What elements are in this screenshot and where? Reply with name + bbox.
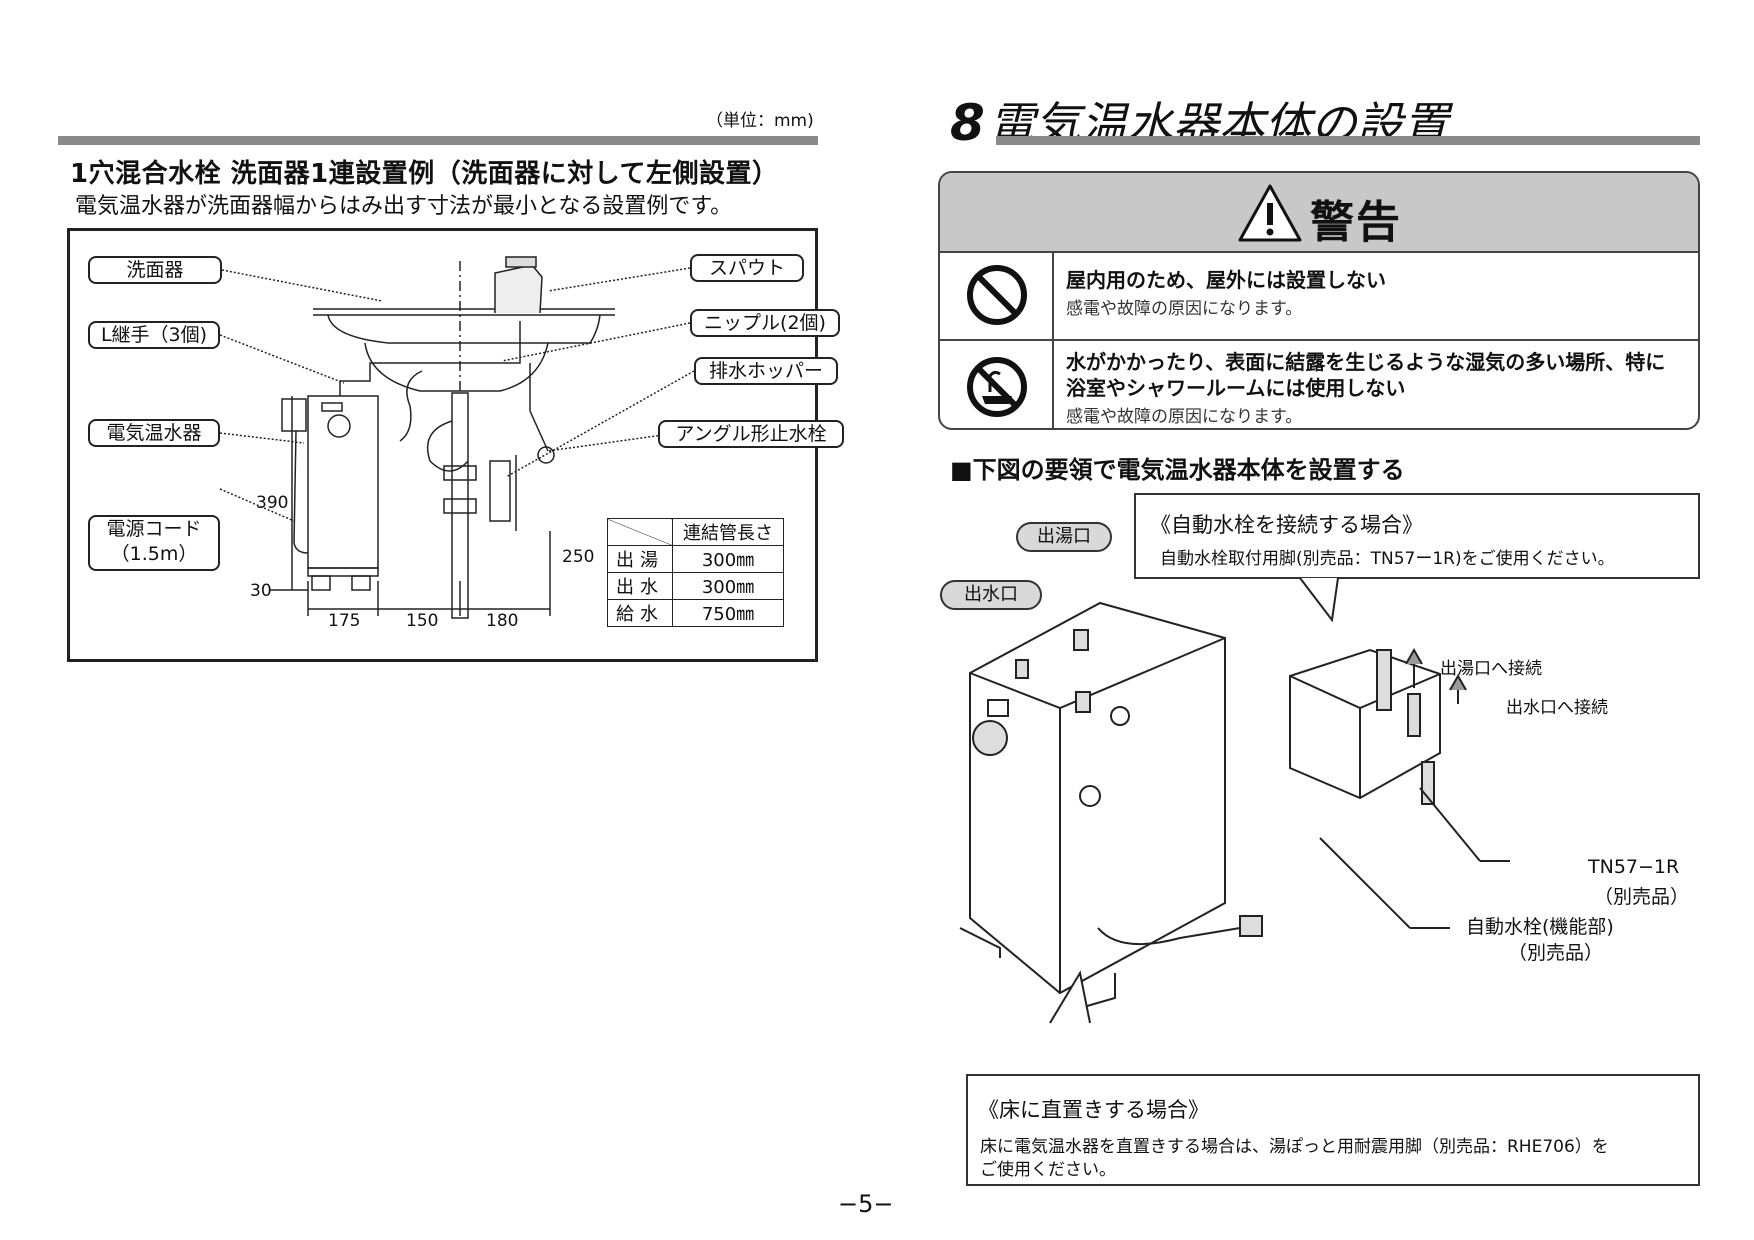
- dim-150: 150: [406, 611, 439, 631]
- installation-diagram: 洗面器 スパウト ニップル(2個) L継手（3個) 排水ホッパー 電気温水器 ア…: [67, 228, 844, 662]
- pill-water-outlet: 出水口: [940, 580, 1042, 610]
- part-auto-faucet-note: （別売品）: [1508, 942, 1604, 964]
- dim-175: 175: [328, 611, 361, 631]
- dim-250: 250: [562, 547, 595, 567]
- label-basin: 洗面器: [88, 256, 222, 284]
- page-number: −5−: [838, 1190, 894, 1218]
- label-spout: スパウト: [690, 254, 804, 282]
- warning-2-main-2: 浴室やシャワールームには使用しない: [1066, 376, 1406, 400]
- auto-faucet-title: 《自動水栓を接続する場合》: [1150, 513, 1423, 537]
- table-row-name: 給水: [607, 599, 673, 627]
- dim-390: 390: [256, 493, 289, 513]
- pill-hot-outlet: 出湯口: [1016, 522, 1112, 552]
- warning-2-sub: 感電や故障の原因になります。: [1066, 407, 1303, 427]
- warning-icon-cell: [940, 251, 1054, 339]
- power-cord-label-line1: 電源コード: [106, 518, 202, 540]
- connect-water-label: 出水口へ接続: [1506, 698, 1608, 718]
- auto-faucet-unit-shape: [1289, 648, 1441, 800]
- floor-title: 《床に直置きする場合》: [978, 1098, 1209, 1122]
- warning-icon-cell: [940, 341, 1054, 428]
- heater-body: [307, 395, 379, 569]
- table-row-name: 出湯: [607, 545, 673, 573]
- label-power-cord: 電源コード （1.5m）: [88, 515, 220, 571]
- unit-note: （単位：mm): [706, 111, 814, 131]
- table-row-value: 300㎜: [672, 572, 784, 600]
- warning-title: 警告: [1310, 197, 1402, 248]
- table-header: 連結管長さ: [672, 518, 784, 546]
- auto-faucet-callout: 《自動水栓を接続する場合》 自動水栓取付用脚(別売品：TN57ー1R)をご使用く…: [1134, 493, 1700, 579]
- dim-30: 30: [250, 581, 272, 601]
- warning-1-main: 屋内用のため、屋外には設置しない: [1066, 268, 1386, 292]
- warning-box: 警告 屋内用のため、屋外には設置しない 感電や故障の原因になります。 水がかかっ…: [938, 171, 1700, 430]
- warning-triangle-icon: [1238, 184, 1302, 242]
- table-row-value: 300㎜: [672, 545, 784, 573]
- warning-header: 警告: [940, 173, 1698, 253]
- basin-shape: [327, 314, 601, 344]
- power-cord-label-line2: （1.5m）: [110, 543, 198, 565]
- label-drain-hopper: 排水ホッパー: [694, 357, 838, 385]
- label-nipple: ニップル(2個): [690, 309, 840, 337]
- label-l-joint: L継手（3個): [88, 321, 220, 349]
- connect-hot-label: 出湯口へ接続: [1440, 659, 1542, 679]
- dim-180: 180: [486, 611, 519, 631]
- part-auto-faucet: 自動水栓(機能部): [1466, 916, 1614, 938]
- right-header-rule: [996, 136, 1700, 145]
- warning-row-1: 屋内用のため、屋外には設置しない 感電や故障の原因になります。: [940, 251, 1698, 341]
- install-heading: ■下図の要領で電気温水器本体を設置する: [950, 456, 1405, 484]
- heater-unit-shape: [969, 601, 1226, 995]
- auto-faucet-text: 自動水栓取付用脚(別売品：TN57ー1R)をご使用ください。: [1160, 549, 1615, 569]
- warning-1-sub: 感電や故障の原因になります。: [1066, 299, 1303, 319]
- label-angle-valve: アングル形止水栓: [658, 420, 844, 448]
- prohibited-icon: [967, 265, 1027, 325]
- pipe-length-table: 連結管長さ 出湯 300㎜ 出水 300㎜ 給水 750㎜: [607, 518, 784, 627]
- part-tn57: TN57−1R: [1588, 856, 1680, 878]
- left-header-rule: [58, 136, 818, 145]
- table-corner: [607, 518, 673, 546]
- floor-callout: 《床に直置きする場合》 床に電気温水器を直置きする場合は、湯ぽっと用耐震用脚（別…: [966, 1074, 1700, 1186]
- table-row-name: 出水: [607, 572, 673, 600]
- left-subtitle: 電気温水器が洗面器幅からはみ出す寸法が最小となる設置例です。: [75, 194, 733, 219]
- installation-illustration: [959, 578, 1510, 1024]
- installation-drawing: [219, 256, 695, 619]
- section-number: 8: [950, 94, 985, 152]
- no-bathroom-icon: [967, 357, 1027, 417]
- warning-2-main-1: 水がかかったり、表面に結露を生じるような湿気の多い場所、特に: [1066, 350, 1666, 374]
- floor-text-1: 床に電気温水器を直置きする場合は、湯ぽっと用耐震用脚（別売品：RHE706）を: [980, 1137, 1609, 1157]
- faucet-shape: [494, 264, 543, 314]
- table-row-value: 750㎜: [672, 599, 784, 627]
- warning-row-2: 水がかかったり、表面に結露を生じるような湿気の多い場所、特に 浴室やシャワールー…: [940, 341, 1698, 428]
- left-title: 1穴混合水栓 洗面器1連設置例（洗面器に対して左側設置）: [70, 159, 779, 189]
- floor-text-2: ご使用ください。: [980, 1160, 1116, 1180]
- label-heater: 電気温水器: [88, 419, 220, 447]
- part-tn57-note: （別売品）: [1594, 886, 1690, 908]
